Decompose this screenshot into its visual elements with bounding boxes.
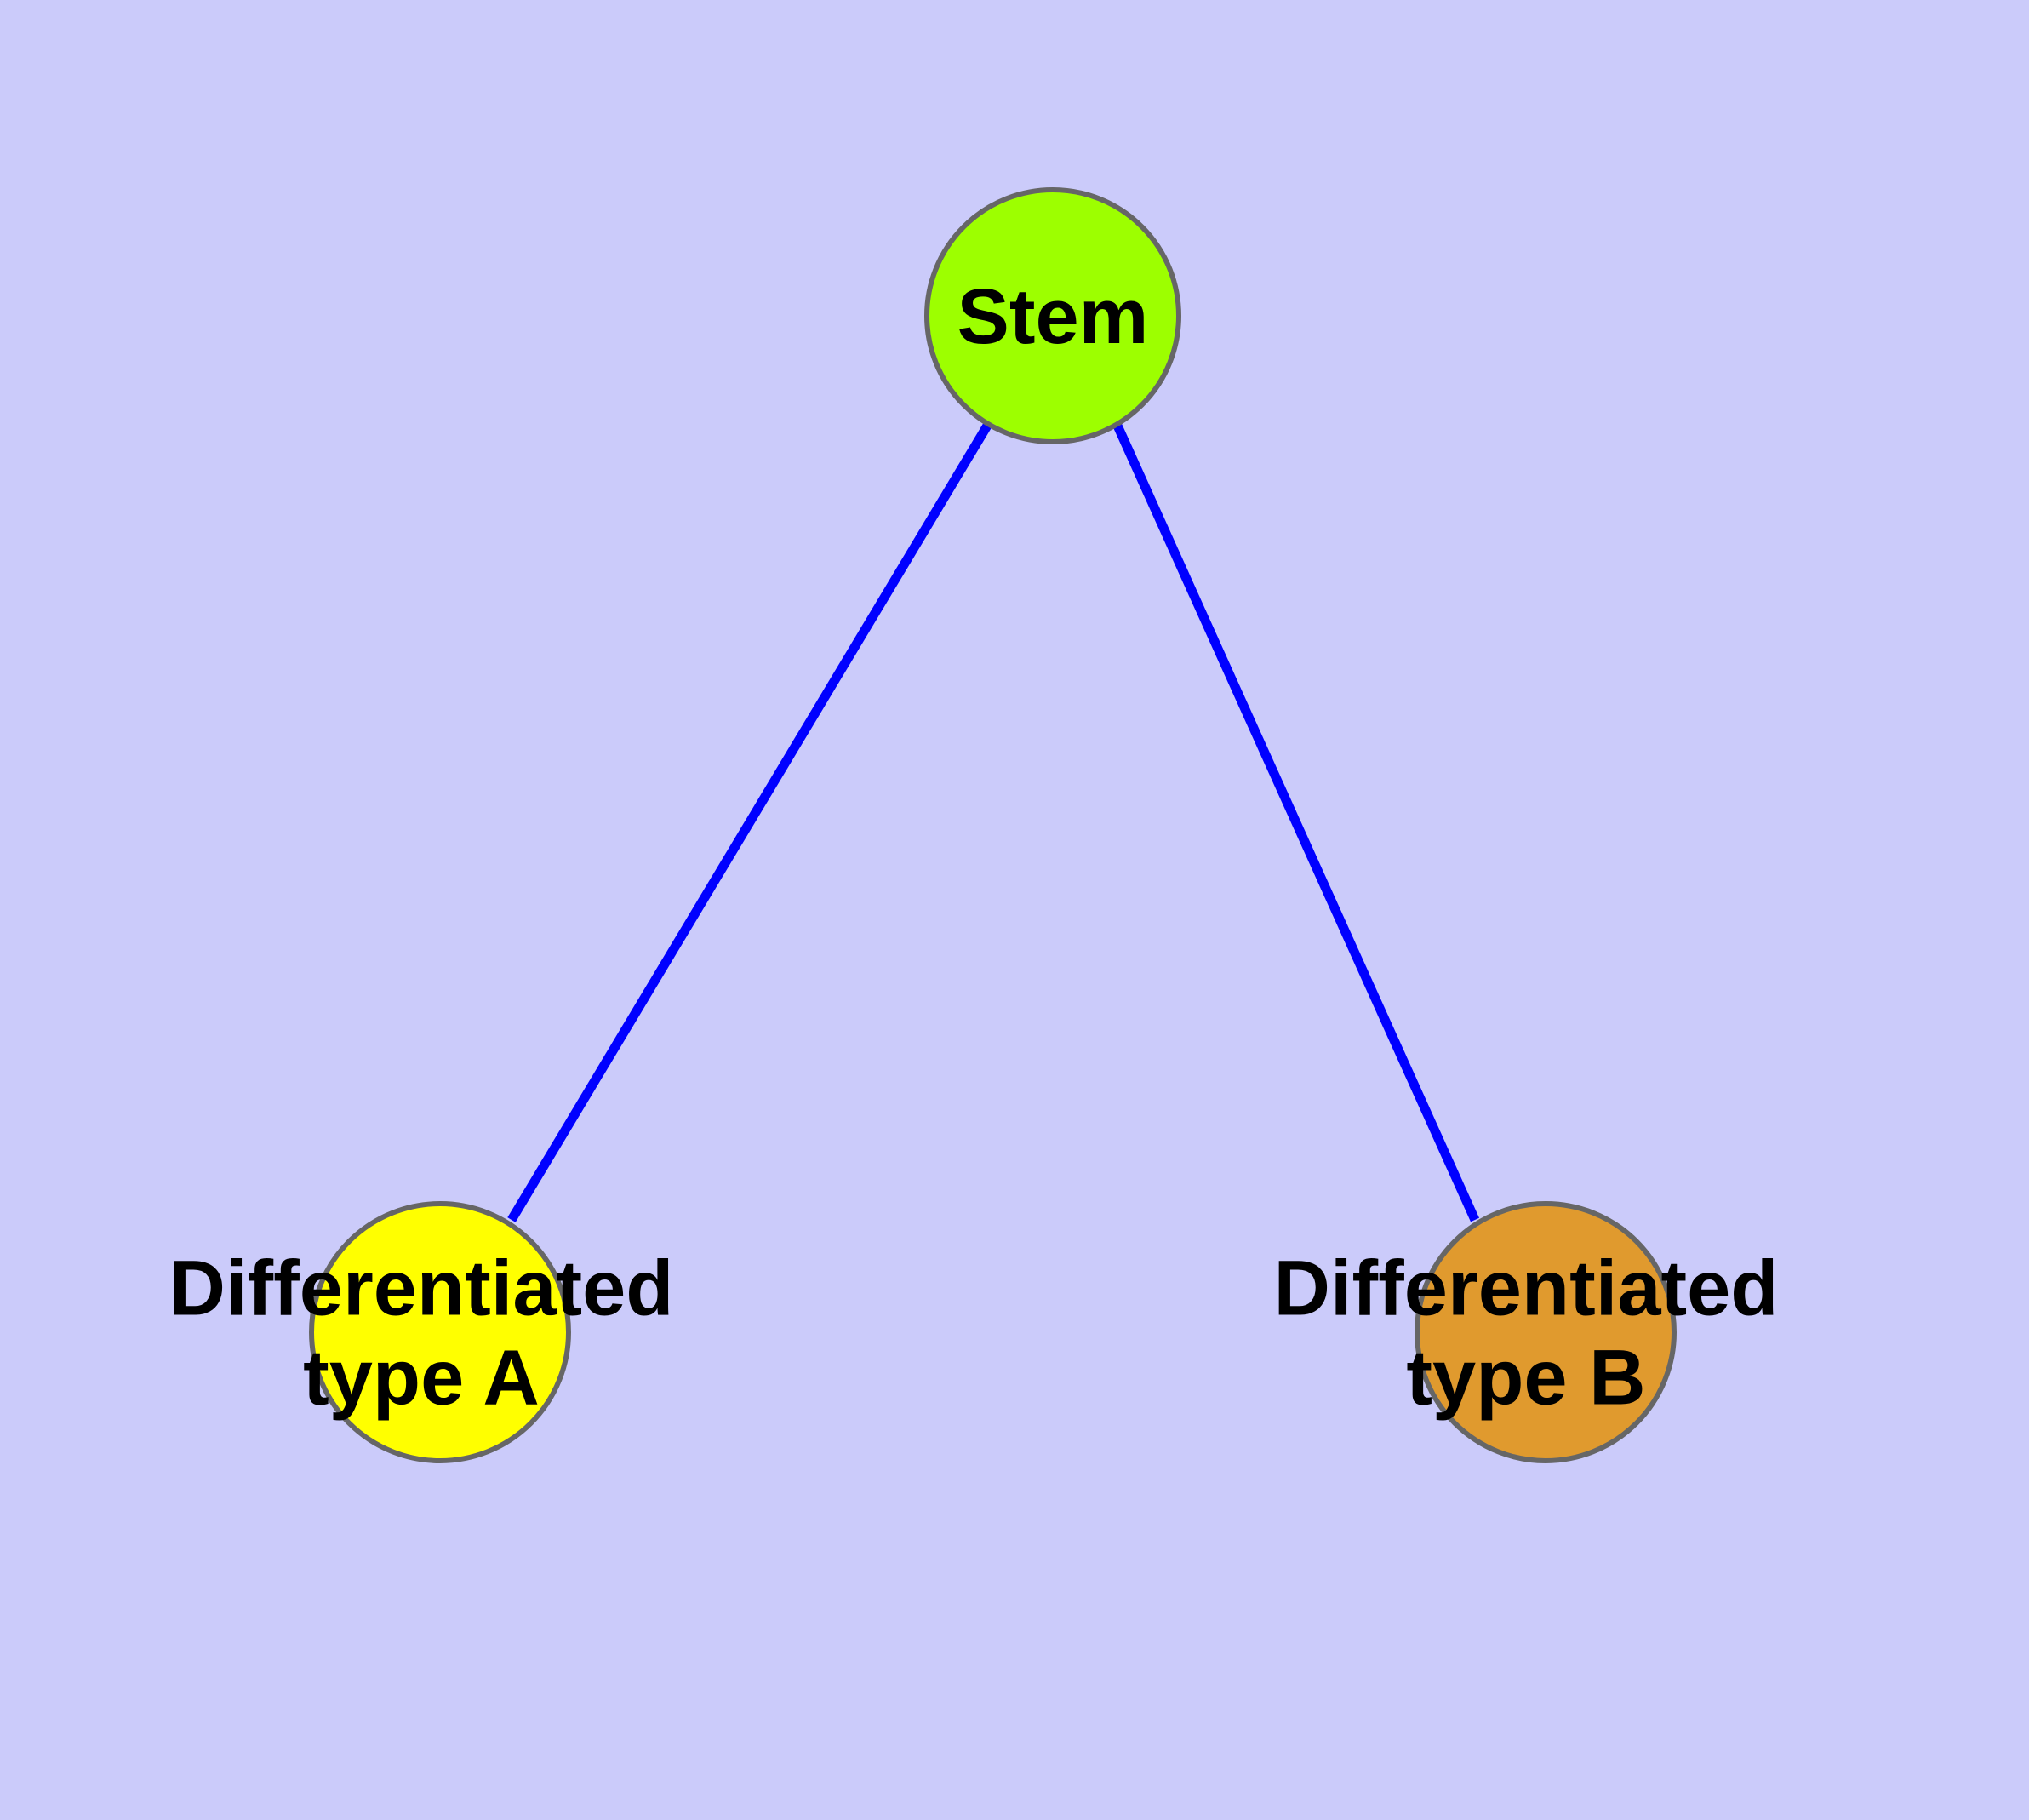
node-label-stem: Stem: [957, 273, 1149, 360]
node-label-line: type B: [1406, 1335, 1645, 1422]
node-stem[interactable]: [924, 187, 1181, 444]
edge-stem-to-type-a: [507, 423, 992, 1222]
edges-layer: [507, 423, 1480, 1222]
edge-stem-to-type-b: [1112, 423, 1480, 1222]
node-differentiated-type-a[interactable]: [309, 1201, 571, 1463]
node-label-line: Stem: [957, 273, 1149, 360]
node-label-line: Differentiated: [1274, 1245, 1779, 1332]
node-label-line: type A: [303, 1335, 540, 1422]
node-differentiated-type-b[interactable]: [1415, 1201, 1677, 1463]
node-label-line: Differentiated: [169, 1245, 674, 1332]
nodes-layer: [309, 187, 1677, 1463]
